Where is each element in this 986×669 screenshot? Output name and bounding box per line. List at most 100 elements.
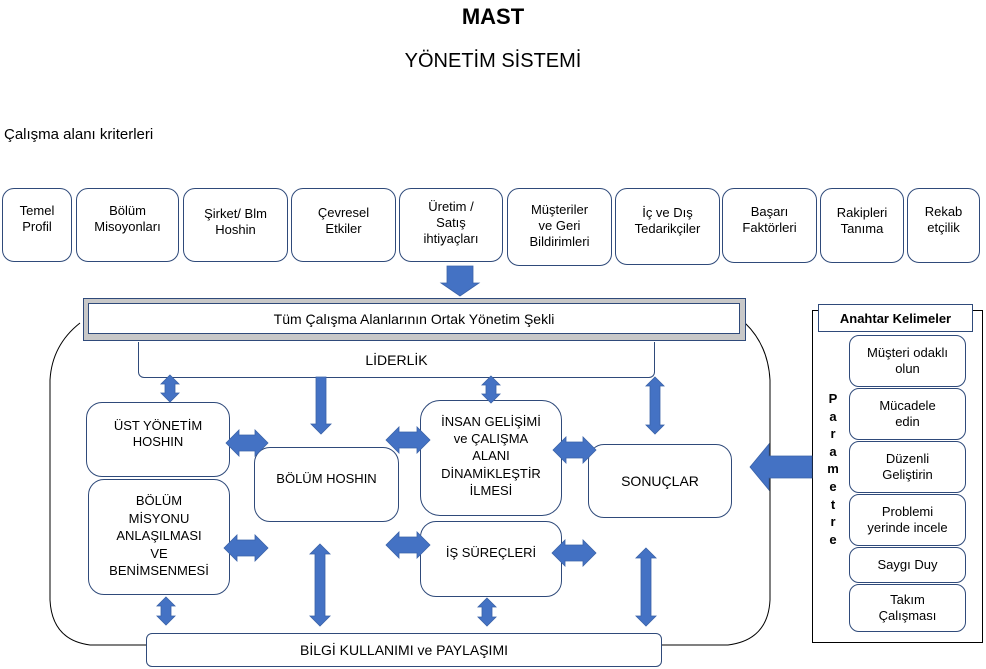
top-management-hoshin-arrow bbox=[225, 429, 269, 457]
hoshin-business-processes-arrow bbox=[385, 531, 431, 559]
box-text: BÖLÜM bbox=[135, 493, 183, 508]
keyword-text: Takım bbox=[890, 592, 925, 607]
leadership-results-arrow bbox=[645, 376, 665, 435]
hoshin-human-development-arrow bbox=[385, 426, 431, 454]
box-text: SONUÇLAR bbox=[621, 473, 699, 489]
outer-frame bbox=[49, 322, 771, 646]
box-text: İŞ SÜREÇLERİ bbox=[445, 545, 537, 560]
param-letter: e bbox=[829, 478, 837, 494]
leadership-box: LİDERLİK bbox=[138, 342, 655, 378]
criteria-text: Misoyonları bbox=[94, 219, 161, 234]
department-hoshin-box: BÖLÜM HOSHIN bbox=[254, 447, 399, 522]
business-processes-knowledge-arrow bbox=[477, 597, 497, 627]
param-letter: r bbox=[830, 426, 836, 442]
param-letter: t bbox=[830, 496, 836, 512]
human-development-box: İNSAN GELİŞİMİ ve ÇALIŞMA ALANI DİNAMİKL… bbox=[420, 400, 562, 516]
leadership-human-development-arrow bbox=[481, 375, 501, 404]
criteria-text: ihtiyaçları bbox=[423, 231, 479, 246]
criteria-text: Şirket/ Blm bbox=[204, 206, 267, 221]
criteria-text: Satış bbox=[436, 215, 466, 230]
criteria-text: Rekab bbox=[924, 204, 963, 219]
criteria-text: Rakipleri bbox=[836, 205, 888, 220]
keyword-text: Saygı Duy bbox=[877, 557, 938, 572]
criteria-text: ve Geri bbox=[538, 218, 581, 233]
keyword-text: Geliştirin bbox=[882, 467, 933, 482]
criteria-text: Hoshin bbox=[215, 222, 256, 237]
box-text: MİSYONU bbox=[128, 510, 190, 526]
leadership-label: LİDERLİK bbox=[365, 351, 428, 368]
results-box: SONUÇLAR bbox=[588, 444, 732, 518]
keyword-text: yerinde incele bbox=[867, 520, 948, 535]
box-text: ve ÇALIŞMA bbox=[453, 431, 529, 447]
box-text: BENİMSENMESİ bbox=[109, 563, 209, 578]
param-letter: a bbox=[829, 443, 837, 459]
box-text: DİNAMİKLEŞTİR bbox=[441, 465, 541, 481]
criteria-text: Bölüm bbox=[109, 203, 146, 218]
box-text: ÜST YÖNETİM bbox=[113, 418, 203, 433]
keyword-text: Çalışması bbox=[878, 608, 937, 623]
hoshin-knowledge-arrow bbox=[309, 543, 331, 627]
results-knowledge-arrow bbox=[635, 547, 657, 627]
keyword-text: Düzenli bbox=[885, 451, 930, 466]
box-text: BİLGİ KULLANIMI ve PAYLAŞIMI bbox=[300, 642, 508, 658]
criteria-text: Profil bbox=[22, 219, 52, 234]
keyword-text: Mücadele bbox=[879, 398, 936, 413]
box-text: VE bbox=[150, 545, 168, 561]
param-letter: a bbox=[829, 408, 837, 424]
criteria-text: Temel bbox=[19, 203, 55, 218]
criteria-text: Çevresel bbox=[317, 205, 370, 220]
param-letter: m bbox=[827, 461, 839, 477]
box-text: İLMESİ bbox=[469, 482, 513, 498]
common-management-banner: Tüm Çalışma Alanlarının Ortak Yönetim Şe… bbox=[83, 298, 746, 341]
keyword-text: olun bbox=[895, 361, 920, 376]
criteria-text: Müşteriler bbox=[530, 202, 589, 217]
box-text: ANLAŞILMASI bbox=[116, 528, 202, 543]
criteria-text: etçilik bbox=[927, 220, 960, 235]
leadership-department-hoshin-arrow bbox=[310, 376, 332, 435]
business-processes-box: İŞ SÜREÇLERİ bbox=[420, 521, 562, 597]
page-subtitle: YÖNETİM SİSTEMİ bbox=[404, 50, 582, 72]
business-processes-results-arrow bbox=[551, 539, 597, 567]
criteria-text: Başarı bbox=[750, 204, 789, 219]
criteria-down-arrow bbox=[439, 265, 481, 297]
keyword-text: Müşteri odaklı bbox=[867, 345, 948, 360]
box-text: ALANI bbox=[472, 448, 510, 464]
human-development-results-arrow bbox=[552, 436, 597, 464]
param-letter: e bbox=[829, 531, 837, 547]
criteria-text: Tanıma bbox=[840, 221, 884, 236]
page-title: MAST bbox=[461, 4, 525, 29]
param-letter: P bbox=[828, 391, 838, 406]
criteria-text: Etkiler bbox=[325, 221, 362, 236]
box-text: BÖLÜM HOSHIN bbox=[276, 471, 377, 486]
mission-knowledge-arrow bbox=[156, 596, 176, 626]
criteria-label: Çalışma alanı kriterleri bbox=[4, 126, 154, 143]
keyword-text: edin bbox=[895, 414, 920, 429]
criteria-text: Tedarikçiler bbox=[634, 221, 701, 236]
criteria-text: Bildirimleri bbox=[529, 234, 590, 249]
criteria-text: İç ve Dış bbox=[642, 205, 693, 220]
box-text: HOSHIN bbox=[132, 434, 184, 449]
keyword-text: Problemi bbox=[881, 504, 934, 519]
knowledge-sharing-box: BİLGİ KULLANIMI ve PAYLAŞIMI bbox=[146, 633, 662, 667]
banner-text: Tüm Çalışma Alanlarının Ortak Yönetim Şe… bbox=[88, 303, 740, 334]
leadership-top-management-arrow bbox=[160, 374, 180, 403]
keywords-to-results-arrow bbox=[749, 442, 813, 492]
